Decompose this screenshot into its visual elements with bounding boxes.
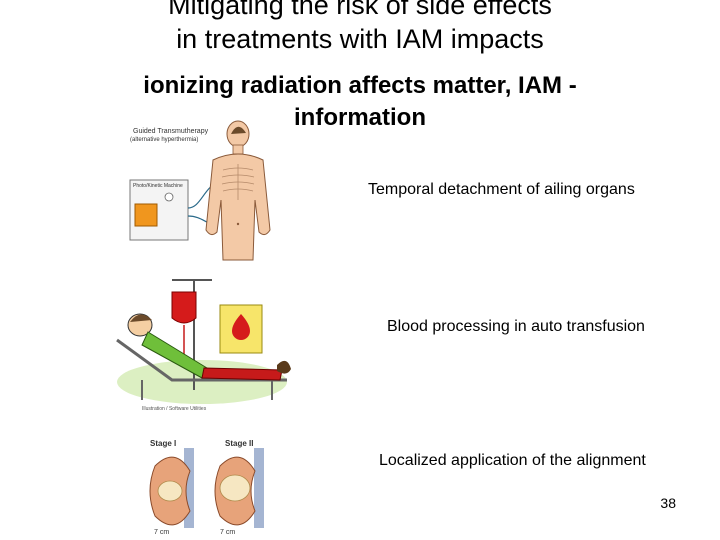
stage-2-label: Stage II: [225, 439, 253, 448]
measure-label-1: 7 cm: [154, 529, 169, 536]
slide-subtitle: ionizing radiation affects matter, IAM -…: [90, 70, 630, 134]
kidney-stage-2: [214, 448, 264, 528]
artwork-label: Illustration / Software Utilities: [142, 406, 207, 412]
blood-drop-icon: [232, 314, 250, 340]
therapy-machine-illustration: Guided Transmutherapy (alternative hyper…: [129, 120, 271, 261]
title-line-1: Mitigating the risk of side effects: [168, 0, 552, 20]
caption-organ-detachment: Temporal detachment of ailing organs: [368, 181, 635, 198]
caption-localized-alignment: Localized application of the alignment: [379, 452, 646, 469]
human-torso: [205, 120, 271, 261]
auto-transfusion-illustration: Illustration / Software Utilities: [112, 270, 300, 415]
blood-bag: [171, 291, 197, 324]
stage-1-label: Stage I: [150, 439, 176, 448]
subtitle-line-2: information: [294, 104, 426, 131]
kidney-stage-1: [149, 448, 194, 528]
slide-title: Mitigating the risk of side effects in t…: [0, 0, 720, 56]
measure-label-2: 7 cm: [220, 529, 235, 536]
kidney-stages-illustration: Stage I Stage II 7 cm 7 cm: [149, 439, 264, 536]
recliner-frame: [116, 338, 287, 382]
title-line-2: in treatments with IAM impacts: [176, 24, 544, 54]
machine-label: Photo/Kinetic Machine: [133, 183, 183, 189]
page-number: 38: [660, 495, 676, 511]
therapy-header-line-1: Guided Transmutherapy: [133, 128, 209, 135]
subtitle-line-1: ionizing radiation affects matter, IAM -: [143, 72, 577, 99]
machine-panel: [134, 203, 158, 227]
patient-figure: [127, 313, 291, 381]
caption-auto-transfusion: Blood processing in auto transfusion: [387, 318, 645, 335]
machine-dial: [164, 192, 174, 202]
therapy-header-line-2: (alternative hyperthermia): [130, 137, 198, 143]
